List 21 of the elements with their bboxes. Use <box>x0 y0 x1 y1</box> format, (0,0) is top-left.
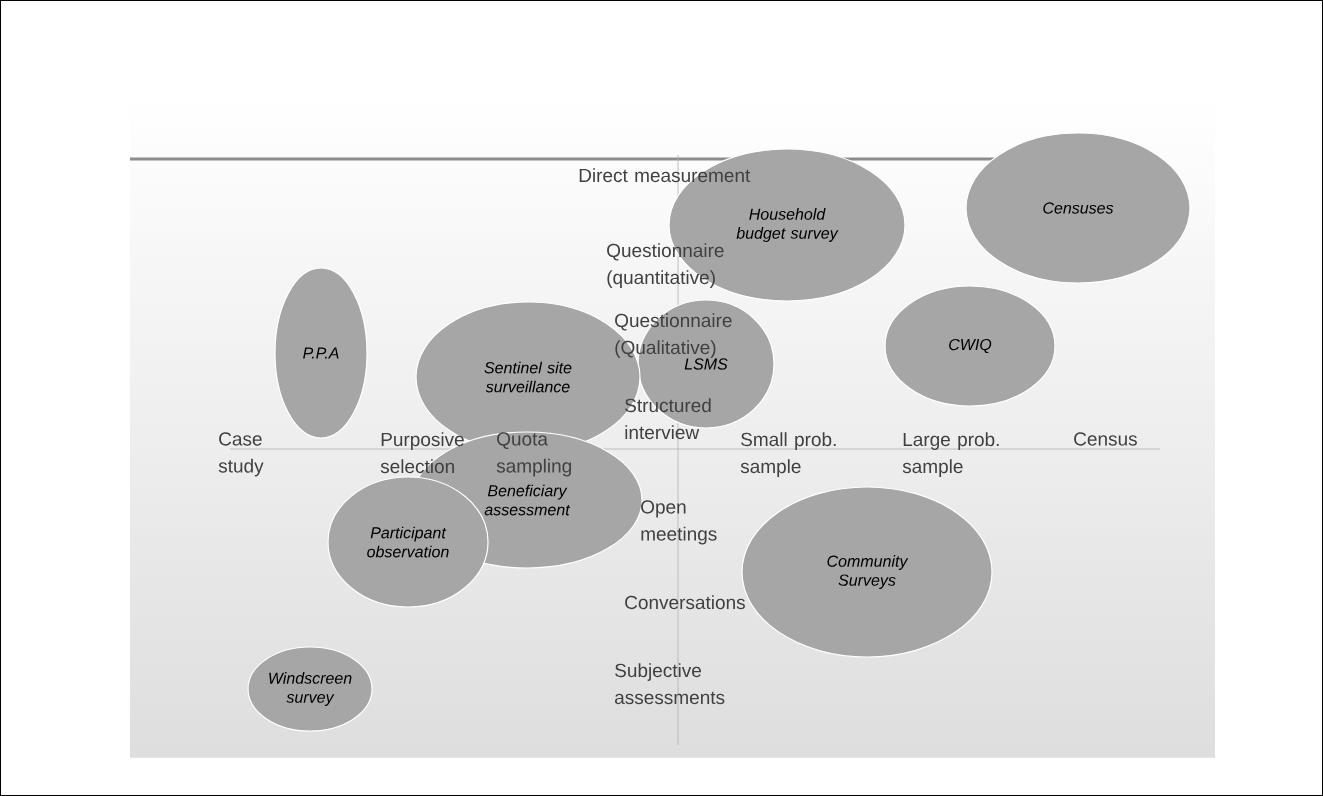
axis-label: Conversations <box>625 595 745 610</box>
ellipse-label: Household budget survey <box>736 208 839 242</box>
axis-label: Purposive selection <box>380 432 464 474</box>
axis-label: Census <box>1074 432 1137 446</box>
axis-label: Quota sampling <box>496 432 571 477</box>
axis-label: Case study <box>218 432 264 477</box>
axis-label: Subjective assessments <box>615 663 725 705</box>
ellipse-label: LSMS <box>684 358 728 370</box>
ellipse-label: Community Surveys <box>827 555 909 589</box>
ellipse-label: Censuses <box>1043 202 1114 214</box>
ellipse-label: CWIQ <box>949 338 992 354</box>
axis-label: Questionnaire (quantitative) <box>607 243 724 288</box>
ellipse-label: Beneficiary assessment <box>484 484 571 516</box>
axis-label: Small prob. sample <box>740 432 836 477</box>
axis-label: Direct measurement <box>579 168 751 183</box>
axis-label: Open meetings <box>641 500 717 545</box>
ellipse-label: Participant observation <box>367 526 449 558</box>
ellipse-label: Sentinel site surveillance <box>484 361 572 393</box>
axis-label: Large prob. sample <box>902 432 999 477</box>
ellipse-label: P.P.A <box>303 347 339 359</box>
ellipse-label: Windscreen survey <box>269 672 352 706</box>
